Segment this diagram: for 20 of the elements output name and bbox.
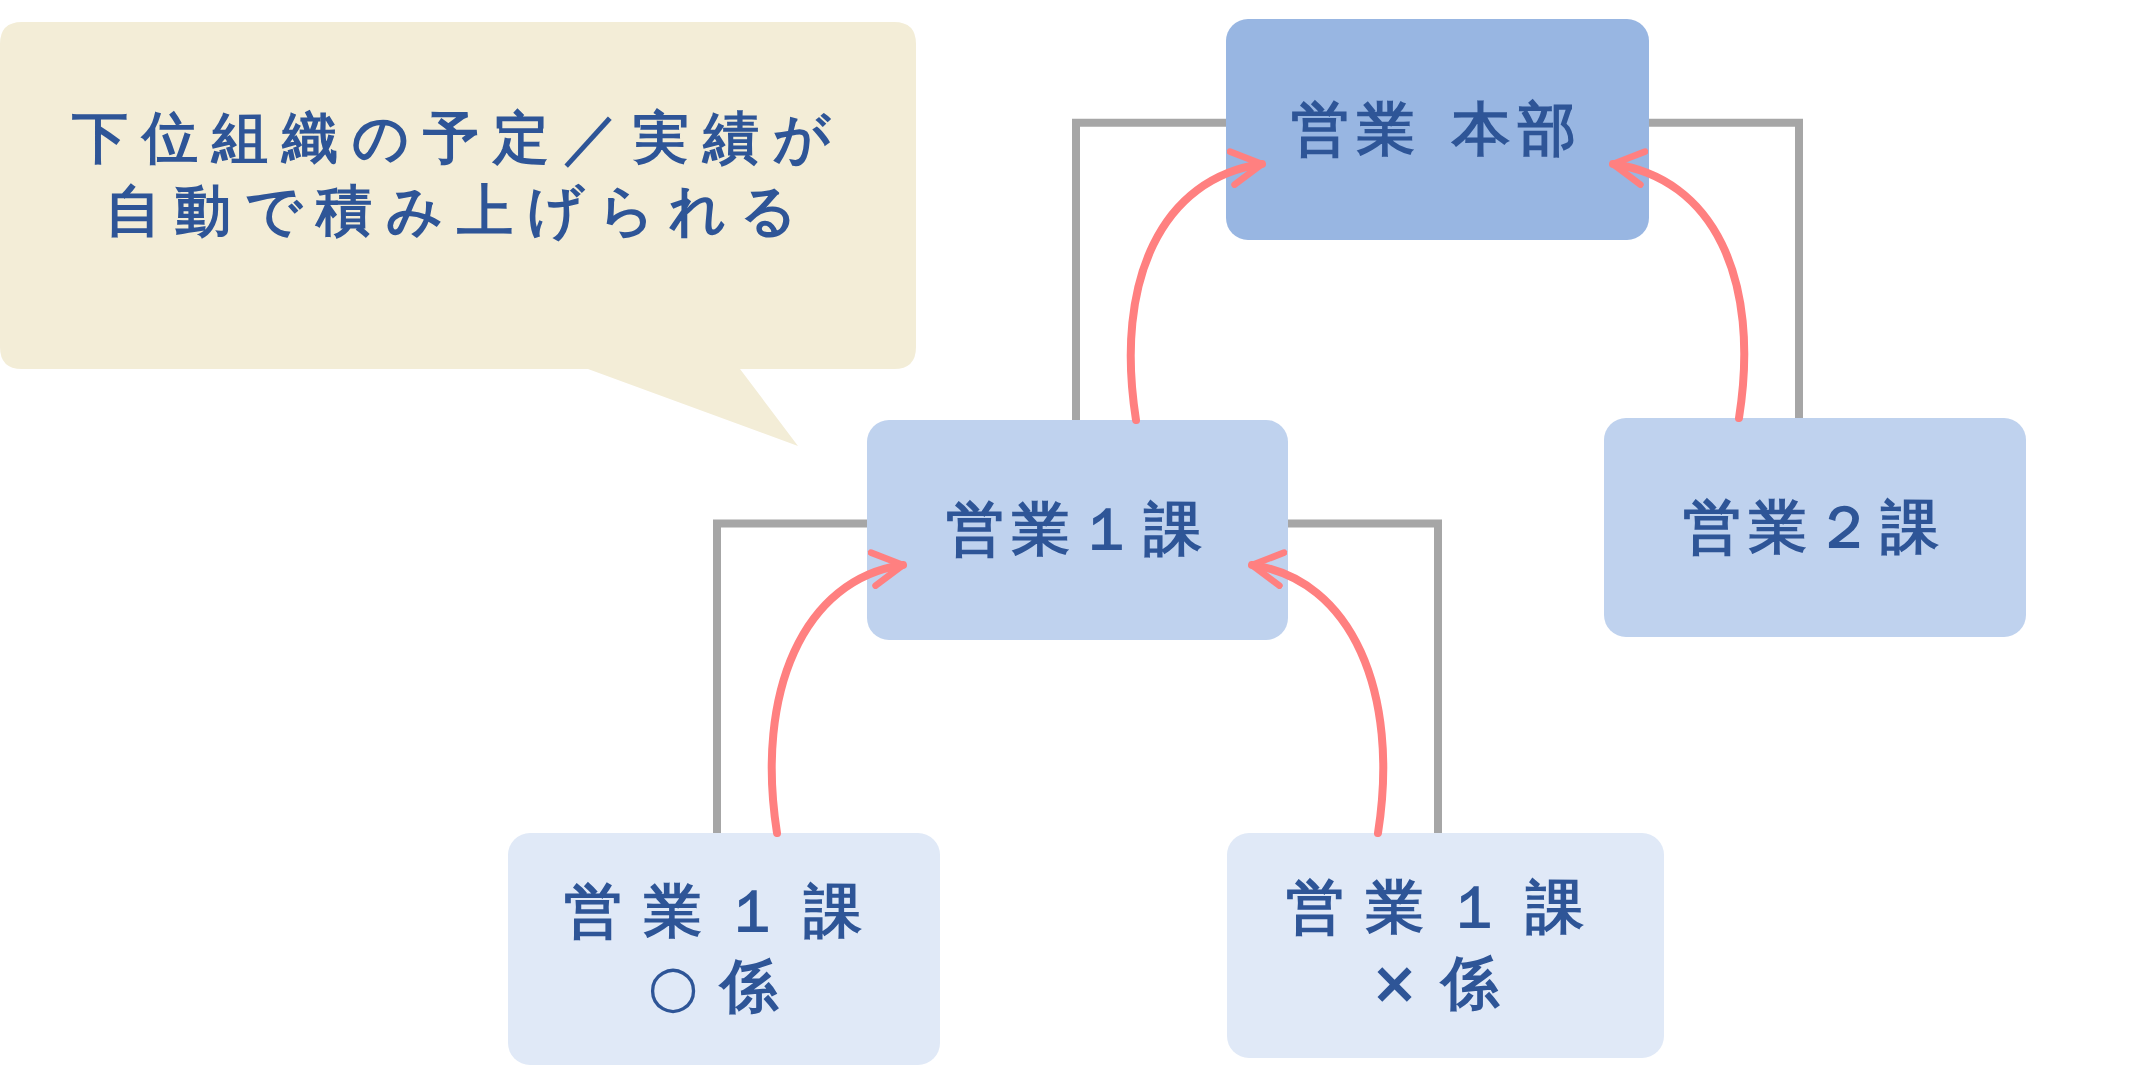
arrow [1248, 552, 1388, 837]
box-label: 営業１課×係 [1284, 872, 1607, 1019]
connector-line [1649, 118, 1803, 418]
org-box [1604, 418, 2026, 637]
box-label: 営業２課 [1682, 491, 1948, 563]
arrow [767, 552, 907, 837]
box-label: 営業１課 [944, 494, 1211, 566]
connector-line [1072, 118, 1226, 420]
box-label: 営業 本部 [1290, 93, 1585, 165]
org-box [508, 833, 940, 1065]
connector-line [713, 519, 867, 833]
org-box [1226, 19, 1649, 240]
org-box [867, 420, 1288, 640]
connector-line [1288, 519, 1442, 833]
org-box [1227, 833, 1664, 1058]
arrow [1609, 150, 1749, 422]
speech-bubble [0, 22, 916, 446]
arrow [1126, 150, 1266, 424]
box-label: 営業１課○係 [563, 875, 885, 1022]
callout-text: 下位組織の予定／実績が自動で積み上げられる [71, 104, 845, 245]
